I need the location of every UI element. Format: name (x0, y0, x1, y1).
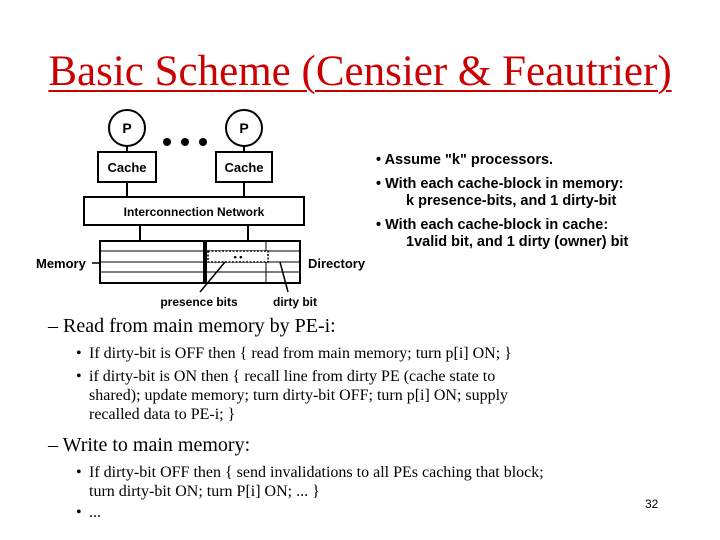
key-point: • With each cache-block in cache: 1valid… (376, 217, 628, 251)
read-item-line: shared); update memory; turn dirty-bit O… (89, 387, 509, 404)
cache-right-label: Cache (224, 160, 263, 175)
interconnection-network-label: Interconnection Network (124, 205, 265, 219)
key-point-line: k presence-bits, and 1 dirty-bit (406, 193, 617, 209)
ellipsis-dot (181, 138, 189, 146)
write-item: • ... (48, 503, 544, 522)
write-item: • If dirty-bit OFF then { send invalidat… (48, 463, 544, 501)
bullet-glyph: • (76, 368, 82, 385)
bullet-glyph: • (76, 464, 82, 481)
processor-left-label: P (122, 120, 131, 136)
directory-entry-highlight (207, 250, 269, 263)
write-item-line: ... (89, 504, 101, 521)
memory-label: Memory (36, 256, 87, 271)
key-point-line: 1valid bit, and 1 dirty (owner) bit (406, 234, 629, 250)
key-point-line: • With each cache-block in cache: (376, 217, 609, 233)
directory-entry-dots: • • (234, 252, 243, 262)
directory-diagram: P P Cache Cache Interconnection Network … (36, 109, 366, 309)
read-item-line: if dirty-bit is ON then { recall line fr… (89, 368, 496, 385)
read-item-line: If dirty-bit is OFF then { read from mai… (89, 345, 512, 362)
bullet-glyph: • (76, 504, 82, 521)
presence-bits-pointer (199, 261, 226, 293)
cache-left-box (97, 151, 157, 183)
write-item-line: turn dirty-bit ON; turn P[i] ON; ... } (89, 483, 320, 500)
bullet-glyph: • (76, 345, 82, 362)
write-heading: – Write to main memory: (48, 434, 251, 456)
processor-right-label: P (239, 120, 248, 136)
directory-label: Directory (308, 256, 366, 271)
read-item: • if dirty-bit is ON then { recall line … (48, 367, 544, 424)
slide-title: Basic Scheme (Censier & Feautrier) (48, 48, 672, 95)
cache-left-label: Cache (107, 160, 146, 175)
protocol-description: – Read from main memory by PE-i: • If di… (48, 313, 544, 522)
read-item: • If dirty-bit is OFF then { read from m… (48, 344, 544, 363)
dirty-bit-label: dirty bit (273, 295, 317, 309)
ellipsis-dot (163, 138, 171, 146)
key-points: • Assume "k" processors. • With each cac… (376, 152, 628, 258)
read-item-line: recalled data to PE-i; } (89, 406, 236, 423)
presence-bits-label: presence bits (160, 295, 238, 309)
key-point-line: • With each cache-block in memory: (376, 176, 624, 192)
dirty-bit-pointer (279, 261, 289, 293)
ellipsis-dot (199, 138, 207, 146)
page-number: 32 (645, 497, 659, 511)
write-item-line: If dirty-bit OFF then { send invalidatio… (89, 464, 544, 481)
key-point-line: • Assume "k" processors. (376, 152, 554, 168)
key-point: • With each cache-block in memory: k pre… (376, 176, 628, 210)
read-heading: – Read from main memory by PE-i: (48, 315, 336, 337)
key-point: • Assume "k" processors. (376, 152, 628, 169)
interconnection-network-box (83, 196, 305, 226)
